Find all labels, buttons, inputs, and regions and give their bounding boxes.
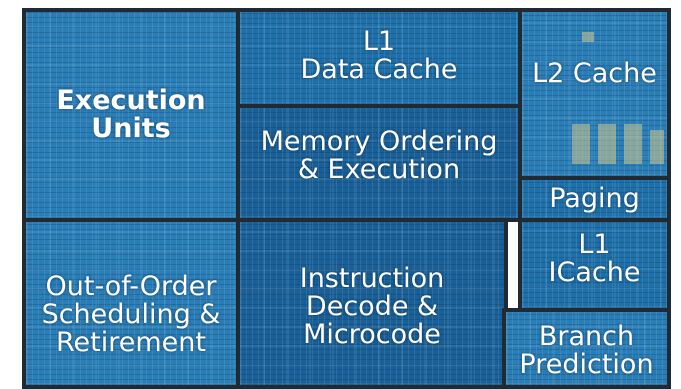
execution-units-label: Execution Units (26, 12, 236, 218)
l2-cache-label: L2 Cache (522, 12, 667, 136)
out-of-order-label: Out-of-Order Scheduling & Retirement (26, 222, 236, 385)
cache-tag-array (650, 130, 664, 164)
instruction-decode-label: Instruction Decode & Microcode (240, 222, 504, 385)
memory-ordering-label: Memory Ordering & Execution (240, 108, 518, 204)
region-paging: Paging (518, 176, 671, 222)
l1-icache-line-2: ICache (548, 257, 641, 288)
execution-units-line-2: Units (91, 113, 171, 144)
branch-prediction-line-2: Prediction (519, 348, 654, 380)
paging-line-1: Paging (549, 183, 640, 214)
l2-cache-line-1: L2 Cache (532, 58, 657, 89)
out-of-order-line-1: Out-of-Order (45, 270, 217, 302)
l1-icache-line-1: L1 (578, 229, 611, 260)
out-of-order-line-3: Retirement (56, 326, 206, 358)
cache-tag-array (572, 124, 590, 164)
cache-tag-array (598, 124, 616, 164)
memory-ordering-line-2: & Execution (297, 154, 461, 185)
l1-data-cache-label: L1 Data Cache (240, 12, 518, 104)
l1-data-cache-line-1: L1 (362, 26, 396, 57)
l1-icache-label: L1 ICache (522, 222, 667, 308)
instruction-decode-line-3: Microcode (303, 318, 441, 350)
instruction-decode-line-2: Decode & (305, 290, 439, 322)
out-of-order-line-2: Scheduling & (41, 298, 221, 330)
region-execution-units: Execution Units (22, 8, 240, 222)
region-branch-prediction: Branch Prediction (502, 308, 671, 389)
branch-prediction-label: Branch Prediction (506, 312, 667, 385)
paging-label: Paging (522, 180, 667, 218)
region-l1-icache: L1 ICache (518, 218, 671, 312)
memory-ordering-line-1: Memory Ordering (260, 126, 498, 157)
region-memory-ordering: Memory Ordering & Execution (236, 104, 522, 222)
region-out-of-order: Out-of-Order Scheduling & Retirement (22, 218, 240, 389)
cache-tag-array (624, 124, 642, 164)
region-l2-cache: L2 Cache (518, 8, 671, 180)
execution-units-line-1: Execution (56, 85, 206, 116)
branch-prediction-line-1: Branch (538, 320, 635, 352)
region-instruction-decode: Instruction Decode & Microcode (236, 218, 508, 389)
cache-tag-array (582, 32, 594, 42)
instruction-decode-line-1: Instruction (299, 262, 445, 294)
region-l1-data-cache: L1 Data Cache (236, 8, 522, 108)
l1-data-cache-line-2: Data Cache (300, 54, 458, 85)
